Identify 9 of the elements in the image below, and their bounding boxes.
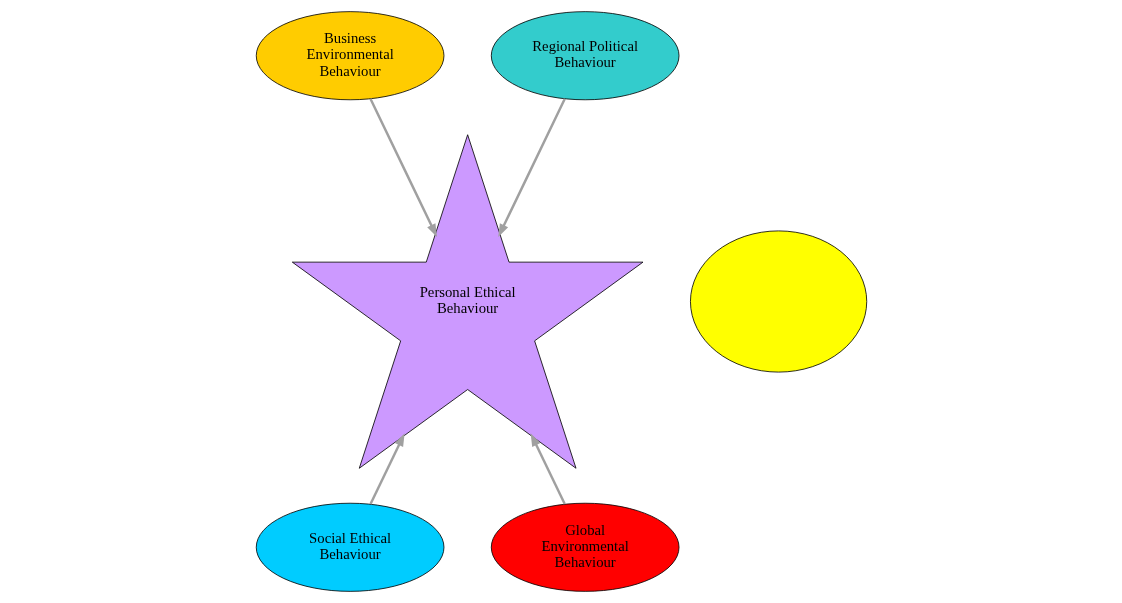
- arrow: [497, 98, 566, 237]
- node-circle: [689, 230, 867, 373]
- arrow: [368, 98, 437, 237]
- arrow: [530, 433, 566, 505]
- node-ellipse: Regional Political Behaviour: [490, 11, 679, 101]
- arrow: [368, 433, 405, 505]
- node-ellipse: Global Environmental Behaviour: [490, 502, 679, 592]
- node-ellipse: Business Environmental Behaviour: [255, 11, 444, 101]
- node-ellipse: Social Ethical Behaviour: [255, 502, 444, 592]
